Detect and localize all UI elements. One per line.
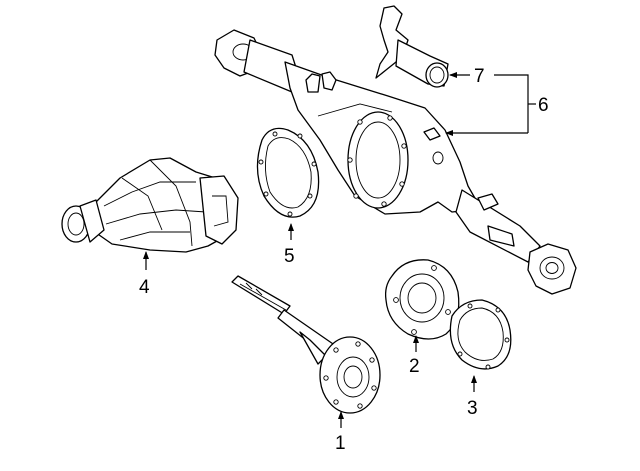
leader-lines [143, 72, 536, 428]
callout-3: 3 [467, 398, 478, 419]
callout-5: 5 [284, 246, 295, 267]
callout-6: 6 [538, 95, 549, 116]
callout-7: 7 [474, 66, 485, 87]
vent-tube-bracket[interactable] [375, 5, 449, 88]
axle-shaft[interactable] [231, 275, 381, 414]
hub-gasket[interactable] [449, 299, 512, 370]
callout-4: 4 [139, 277, 150, 298]
carrier-gasket[interactable] [256, 127, 320, 218]
leader-6-bracket [494, 74, 529, 133]
axle-housing[interactable] [214, 29, 577, 295]
callout-2: 2 [409, 356, 420, 377]
callout-1: 1 [335, 433, 346, 454]
differential-carrier[interactable] [61, 157, 239, 253]
bearing-retainer[interactable] [384, 259, 460, 340]
